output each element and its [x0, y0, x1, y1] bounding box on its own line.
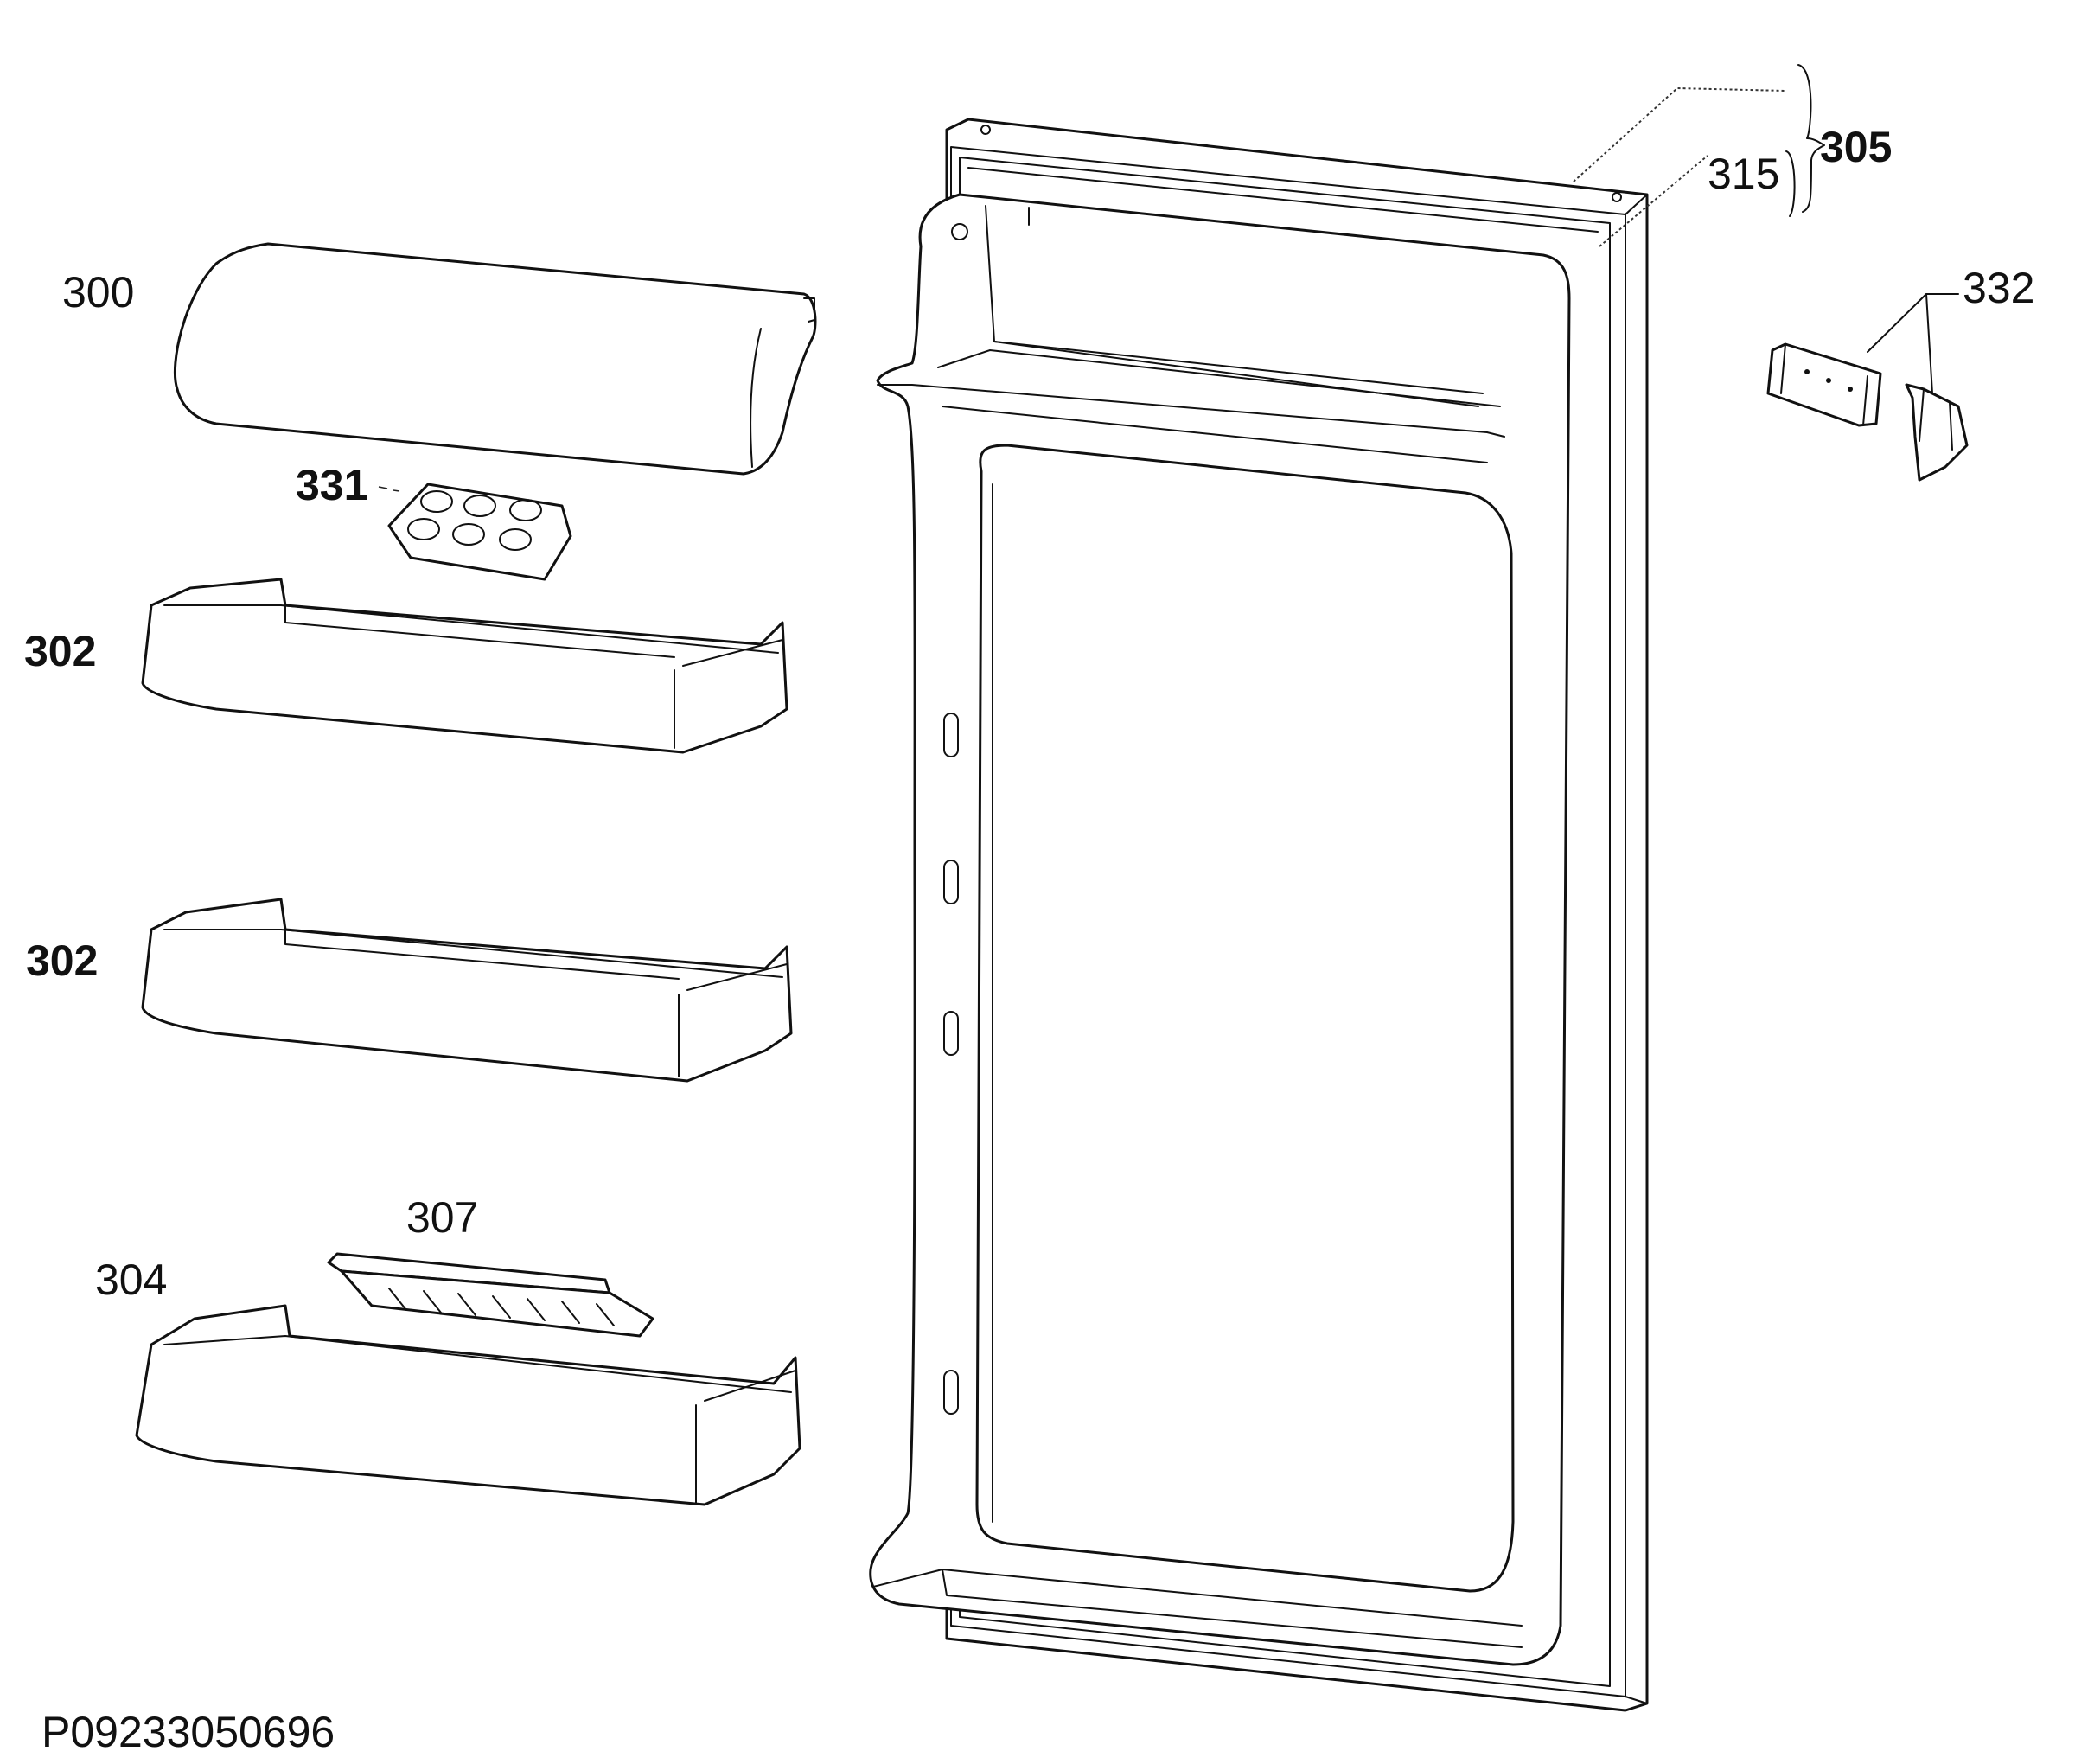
part-300-shelf-cover — [173, 242, 817, 476]
leader-lines — [1573, 64, 1959, 394]
label-302-upper: 302 — [24, 627, 96, 675]
label-300: 300 — [62, 268, 134, 316]
label-302-middle: 302 — [26, 936, 98, 985]
part-302-upper-shelf — [141, 578, 788, 754]
label-331: 331 — [296, 461, 367, 509]
part-331-egg-tray — [378, 483, 572, 581]
part-332-hinge — [1766, 342, 1969, 482]
label-315: 315 — [1708, 150, 1779, 198]
door-assembly-305 — [869, 118, 1649, 1712]
drawing-code: P09233050696 — [42, 1708, 335, 1756]
part-307-shelf-insert — [327, 1252, 654, 1338]
part-302-middle-shelf — [141, 898, 793, 1083]
label-304: 304 — [95, 1256, 167, 1304]
label-305: 305 — [1820, 123, 1892, 171]
label-332: 332 — [1963, 264, 2034, 312]
label-307: 307 — [406, 1193, 478, 1242]
part-304-bottle-shelf — [135, 1304, 801, 1506]
